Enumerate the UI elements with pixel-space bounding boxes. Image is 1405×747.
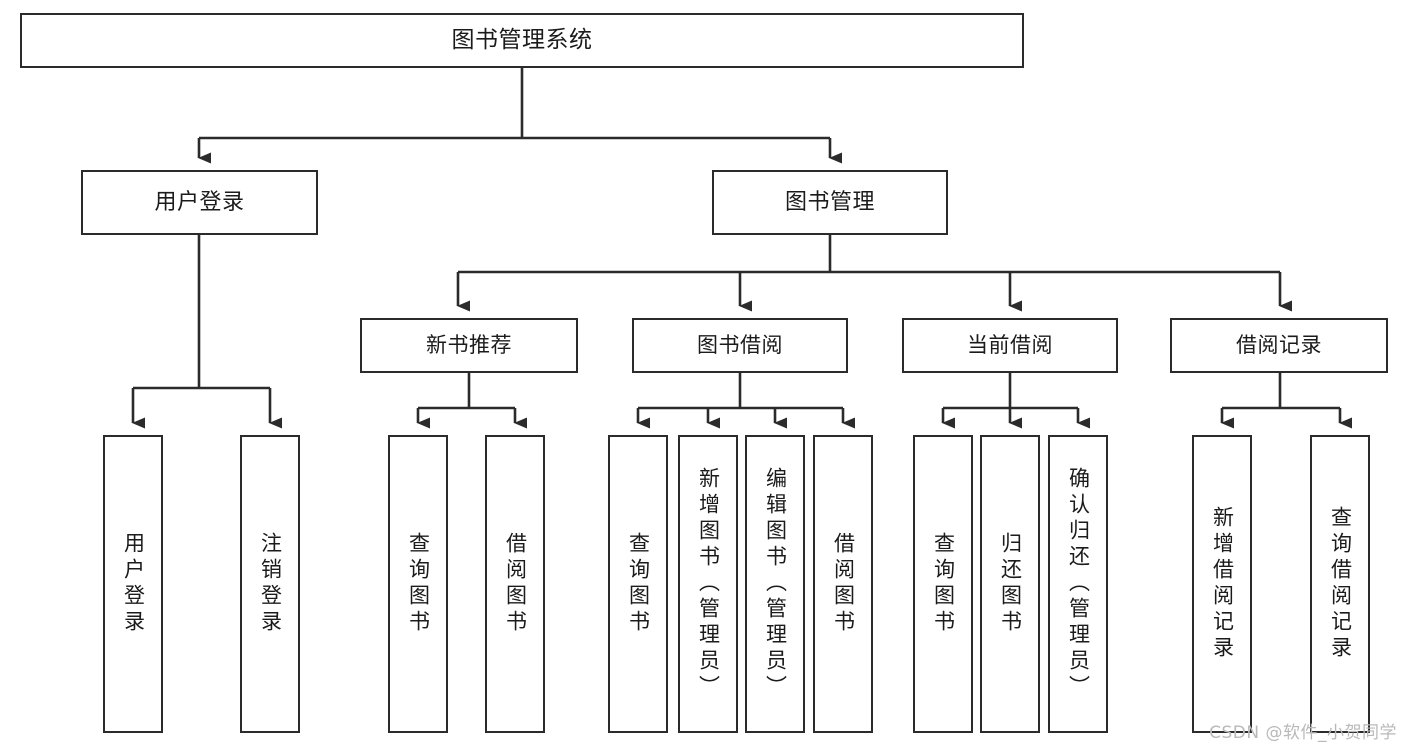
node-root-system-label: 图书管理系统 [451,26,593,53]
node-leaf-add-borrow-record[interactable]: 新增借阅记录 [1192,435,1252,733]
node-book-borrow-label: 图书借阅 [697,333,783,358]
node-leaf-user-login-label: 用户登录 [121,532,146,636]
csdn-watermark: CSDN @软件_小贺同学 [1209,723,1397,743]
node-new-book-recommend-label: 新书推荐 [426,333,512,358]
node-leaf-borrow-book-2[interactable]: 借阅图书 [813,435,873,733]
node-book-manage[interactable]: 图书管理 [712,170,948,235]
node-leaf-query-book-3-label: 查询图书 [931,532,956,636]
node-book-manage-label: 图书管理 [784,189,875,215]
node-leaf-query-book-1[interactable]: 查询图书 [388,435,448,733]
node-leaf-user-logout[interactable]: 注销登录 [240,435,300,733]
node-leaf-query-book-2-label: 查询图书 [626,532,651,636]
node-leaf-user-logout-label: 注销登录 [258,532,283,636]
node-leaf-return-book-label: 归还图书 [998,532,1023,636]
node-borrow-record[interactable]: 借阅记录 [1170,318,1388,373]
node-leaf-borrow-book-1[interactable]: 借阅图书 [485,435,545,733]
node-leaf-add-book-admin[interactable]: 新增图书（管理员） [678,435,738,733]
node-leaf-edit-book-admin-label: 编辑图书（管理员） [763,467,788,701]
node-current-borrow[interactable]: 当前借阅 [902,318,1118,373]
node-borrow-record-label: 借阅记录 [1236,333,1322,358]
node-user-login-label: 用户登录 [154,189,245,215]
node-new-book-recommend[interactable]: 新书推荐 [360,318,578,373]
node-leaf-query-book-2[interactable]: 查询图书 [608,435,668,733]
node-leaf-add-borrow-record-label: 新增借阅记录 [1210,506,1235,662]
node-root-system[interactable]: 图书管理系统 [20,13,1024,68]
node-leaf-query-borrow-record-label: 查询借阅记录 [1328,506,1353,662]
node-leaf-edit-book-admin[interactable]: 编辑图书（管理员） [745,435,805,733]
node-leaf-borrow-book-2-label: 借阅图书 [831,532,856,636]
node-user-login[interactable]: 用户登录 [81,170,318,235]
node-leaf-user-login[interactable]: 用户登录 [103,435,163,733]
node-leaf-query-book-1-label: 查询图书 [406,532,431,636]
node-leaf-confirm-return-admin-label: 确认归还（管理员） [1066,467,1091,701]
node-leaf-confirm-return-admin[interactable]: 确认归还（管理员） [1048,435,1108,733]
node-book-borrow[interactable]: 图书借阅 [632,318,848,373]
node-leaf-return-book[interactable]: 归还图书 [980,435,1040,733]
node-leaf-add-book-admin-label: 新增图书（管理员） [696,467,721,701]
node-leaf-query-borrow-record[interactable]: 查询借阅记录 [1310,435,1370,733]
node-leaf-query-book-3[interactable]: 查询图书 [913,435,973,733]
node-leaf-borrow-book-1-label: 借阅图书 [503,532,528,636]
node-current-borrow-label: 当前借阅 [967,333,1053,358]
